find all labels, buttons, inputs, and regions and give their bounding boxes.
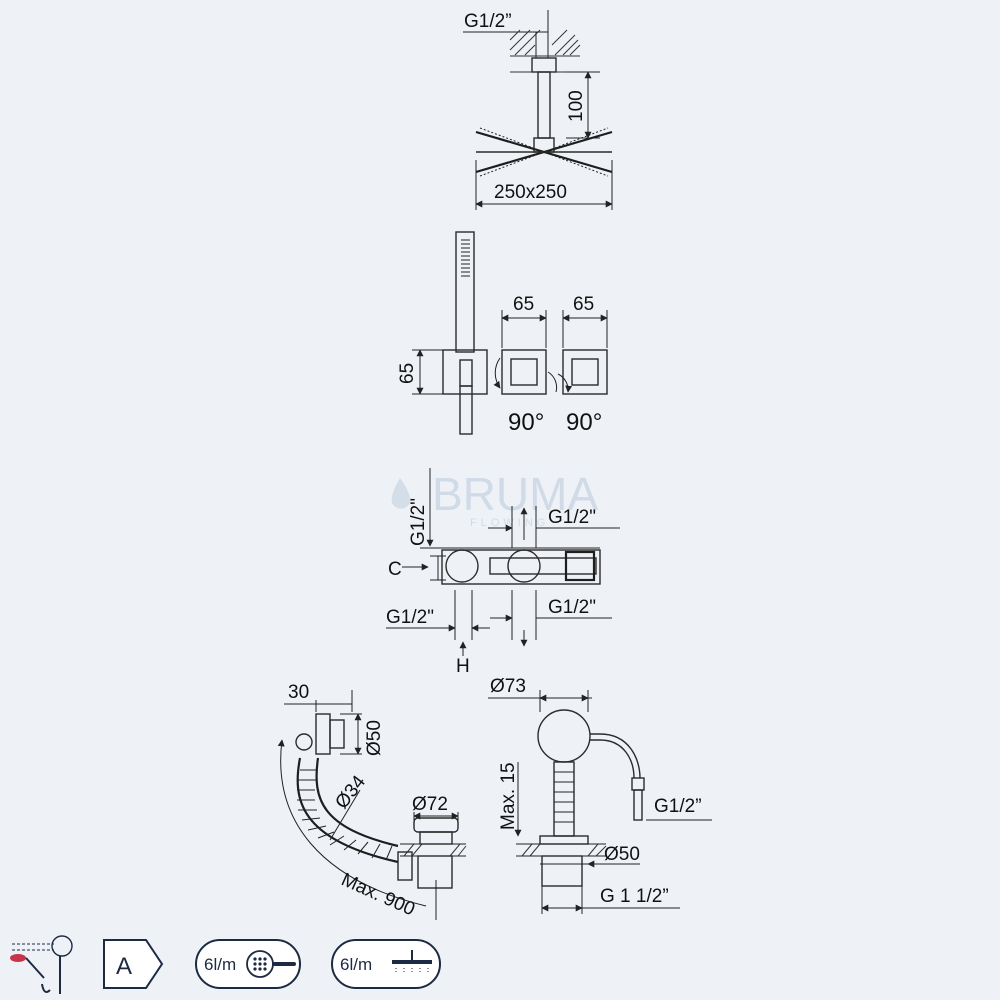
hand-shower-body	[455, 231, 475, 353]
supply-pipe-end	[633, 789, 643, 821]
arm-length-label: 100	[566, 90, 587, 122]
rain-shower-icon	[392, 950, 432, 974]
body-left-cylinder	[445, 549, 479, 583]
spout-thread-body	[541, 855, 583, 887]
supply-pipe-outer	[590, 733, 641, 779]
body-c-label: C	[388, 559, 402, 580]
waste-hose-connector	[397, 851, 413, 881]
hose-ribs	[297, 769, 393, 861]
watermark-brand: BRUMA	[432, 468, 598, 520]
shower-arm	[537, 71, 551, 139]
valve-width-2-label: 65	[573, 294, 594, 315]
head-size-label: 250x250	[494, 182, 567, 203]
waste-plug	[413, 817, 459, 833]
head-shower-section: G1/2” 100 25	[463, 10, 613, 210]
brand-watermark: BRUMA FLOWING	[391, 468, 598, 529]
bath-filler-section: Ø73 G1/2” Max. 15 Ø50 G 1 1/2	[488, 676, 712, 914]
body-pipe	[489, 557, 597, 575]
supply-fitting	[631, 777, 645, 791]
body-right-block	[564, 550, 596, 582]
plug-diameter-label: Ø72	[412, 794, 448, 815]
energy-class-badge: A	[103, 939, 164, 989]
ceiling-flange	[531, 57, 557, 73]
drop-logo-icon	[391, 478, 411, 509]
overflow-width-label: 30	[288, 682, 309, 703]
spout-thread-label: G 1 1/2”	[600, 886, 669, 907]
valves-section: 65 65 90° 65 90°	[397, 231, 608, 436]
overflow-plate	[315, 713, 331, 755]
head-shower-flow-badge: 6l/m	[331, 939, 441, 989]
valve-plate-1	[501, 349, 547, 395]
body-center-cylinder	[507, 549, 541, 583]
ceiling-hatch	[509, 29, 581, 73]
valve-plate-2	[562, 349, 608, 395]
body-right-top-label: G1/2"	[548, 507, 596, 528]
deck-hatch	[521, 843, 607, 857]
bracket-height-label: 65	[397, 363, 418, 384]
tub-hatch	[403, 843, 467, 857]
mixer-lever-icon	[10, 935, 73, 994]
hand-flow-label: 6l/m	[204, 955, 236, 974]
body-left-bottom-label: G1/2"	[386, 607, 434, 628]
overflow-diameter-label: Ø50	[364, 720, 385, 756]
spout-connection-label: G1/2”	[654, 796, 702, 817]
rain-head-plate	[475, 127, 613, 177]
waste-hose-inner	[315, 757, 399, 848]
overflow-body	[329, 719, 345, 749]
hose-outlet	[459, 385, 473, 435]
spout-max-height-label: Max. 15	[498, 762, 519, 830]
waste-plug-neck	[419, 831, 453, 845]
bracket-holder	[459, 359, 473, 387]
waste-overflow-section: 30 Ø50 Ø34 Max. 900	[277, 682, 467, 920]
body-right-bottom-label: G1/2"	[548, 597, 596, 618]
spec-icons-row: A 6l/m 6l/m	[10, 935, 441, 994]
waste-hose-outer	[296, 757, 399, 864]
waste-max-length-label: Max. 900	[338, 869, 418, 920]
energy-class-label: A	[116, 953, 132, 980]
spout-head	[537, 709, 591, 763]
embedded-body-section: G1/2" C G1/2" G1/2" G1/2" H	[386, 468, 620, 677]
body-h-label: H	[456, 656, 470, 677]
valve-knob-1	[510, 358, 538, 386]
waste-body	[417, 855, 453, 889]
wall-bracket	[442, 349, 488, 395]
hose-diameter-label: Ø34	[331, 772, 370, 814]
head-flow-label: 6l/m	[340, 955, 372, 974]
valve-rotation-2-label: 90°	[566, 409, 602, 436]
hand-shower-nozzles	[461, 239, 470, 277]
watermark-tagline: FLOWING	[470, 517, 549, 529]
spout-base-diameter-label: Ø50	[604, 844, 640, 865]
spout-top-diameter-label: Ø73	[490, 676, 526, 697]
supply-pipe-inner	[590, 739, 635, 779]
hand-shower-flow-badge: 6l/m	[195, 939, 301, 989]
spout-column-ribs	[554, 771, 574, 823]
valve-width-1-label: 65	[513, 294, 534, 315]
valve-knob-2	[571, 358, 599, 386]
head-shower-connection-label: G1/2”	[464, 11, 512, 32]
valve-rotation-1-label: 90°	[508, 409, 544, 436]
spout-base-rosette	[539, 835, 589, 845]
body-top-label: G1/2"	[408, 498, 429, 546]
overflow-knob	[295, 733, 313, 751]
spout-column	[553, 761, 575, 837]
